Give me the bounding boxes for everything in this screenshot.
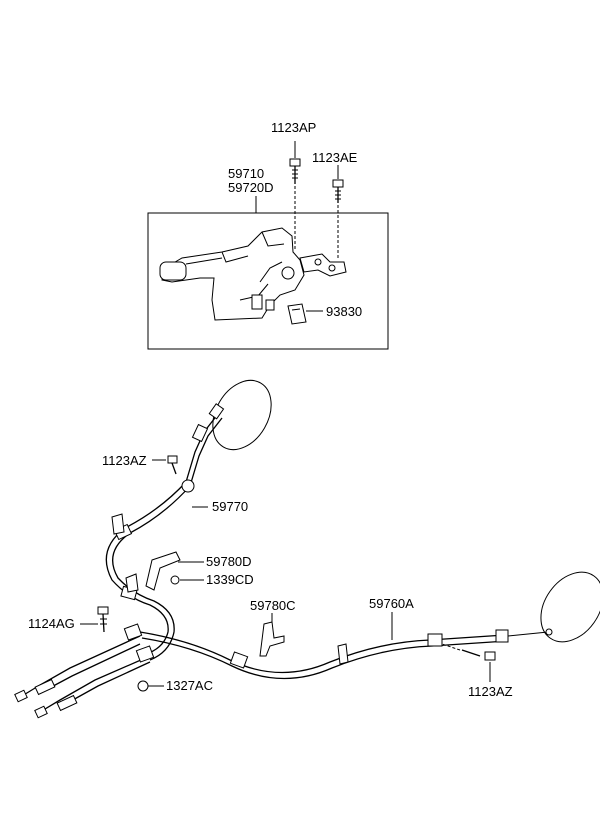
nut-1339CD bbox=[170, 575, 180, 585]
bracket-59780D bbox=[145, 551, 181, 591]
bolt-1124AG bbox=[97, 606, 109, 633]
lever-assembly-box bbox=[147, 212, 389, 350]
bracket-59770-a bbox=[111, 513, 125, 535]
label-1123AP: 1123AP bbox=[271, 120, 316, 135]
front-cable-ends bbox=[14, 623, 155, 719]
rear-brake-right bbox=[540, 571, 600, 643]
parking-brake-lever bbox=[159, 227, 305, 321]
label-1123AE: 1123AE bbox=[312, 150, 358, 165]
dash-1123AZ-bottom bbox=[441, 643, 461, 651]
bracket-59770-b bbox=[125, 573, 139, 593]
bracket-59760A bbox=[337, 643, 349, 665]
label-59760A: 59760A bbox=[369, 596, 414, 611]
label-59770: 59770 bbox=[212, 499, 248, 514]
cable-59770 bbox=[105, 403, 225, 661]
cable-59760A bbox=[139, 628, 553, 680]
bolt-1123AE bbox=[332, 179, 344, 203]
bracket-59780C bbox=[259, 621, 285, 657]
label-59710: 59710 bbox=[228, 166, 264, 181]
bolt-1123AZ-bottom bbox=[461, 649, 496, 661]
ratchet-bracket bbox=[299, 253, 347, 277]
label-59780C: 59780C bbox=[250, 598, 296, 613]
label-59780D: 59780D bbox=[206, 554, 252, 569]
label-1124AG: 1124AG bbox=[28, 616, 75, 631]
label-59720D: 59720D bbox=[228, 180, 274, 195]
label-1339CD: 1339CD bbox=[206, 572, 254, 587]
bolt-1123AZ-top bbox=[167, 455, 178, 475]
label-1123AZ-bottom: 1123AZ bbox=[468, 684, 513, 699]
label-93830: 93830 bbox=[326, 304, 362, 319]
bolt-1123AP bbox=[289, 158, 301, 184]
clip-93830 bbox=[287, 303, 307, 325]
label-1123AZ-top: 1123AZ bbox=[102, 453, 147, 468]
nut-1327AC bbox=[137, 680, 149, 692]
label-1327AC: 1327AC bbox=[166, 678, 213, 693]
rear-brake-left bbox=[212, 379, 272, 451]
